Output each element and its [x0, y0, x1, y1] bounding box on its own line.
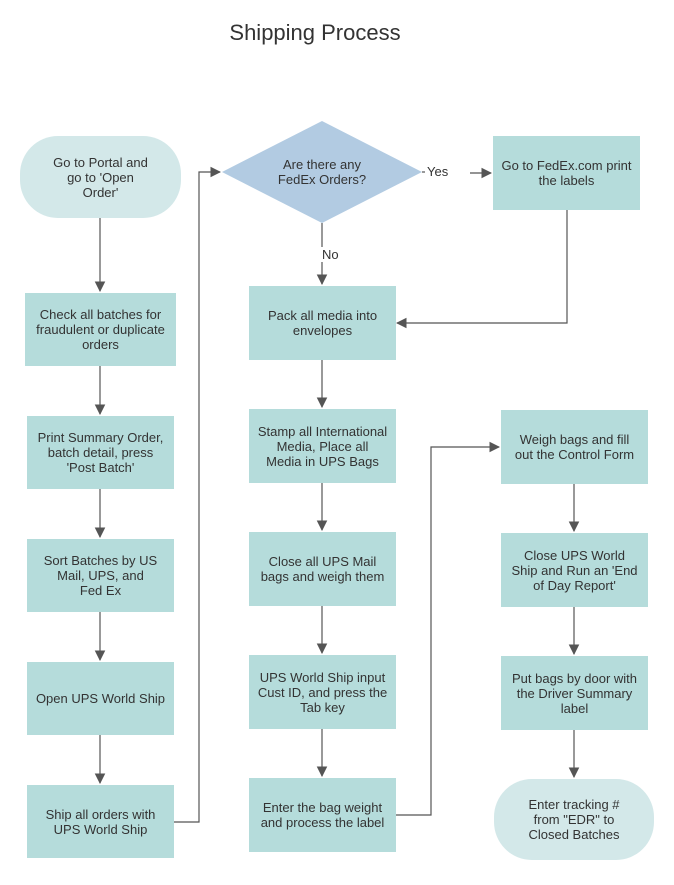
arrow-fedex-to-pack	[395, 210, 568, 329]
node-ship-orders: Ship all orders with UPS World Ship	[27, 785, 174, 858]
node-print-summary: Print Summary Order, batch detail, press…	[27, 416, 174, 489]
arrow-ship-to-decision	[174, 166, 222, 823]
node-check-batches: Check all batches for fraudulent or dupl…	[25, 293, 176, 366]
node-pack-media: Pack all media into envelopes	[249, 286, 396, 360]
node-sort-batches: Sort Batches by US Mail, UPS, and Fed Ex	[27, 539, 174, 612]
diagram-title: Shipping Process	[229, 20, 401, 45]
node-close-bags: Close all UPS Mail bags and weigh them	[249, 532, 396, 606]
node-go-to-portal: Go to Portal and go to 'Open Order'	[20, 136, 181, 218]
edge-label-yes: Yes	[425, 164, 451, 179]
decision-diamond	[222, 121, 422, 223]
arrow-enter-to-weigh	[396, 441, 501, 816]
node-close-ups: Close UPS World Ship and Run an 'End of …	[501, 533, 648, 607]
node-enter-weight: Enter the bag weight and process the lab…	[249, 778, 396, 852]
node-weigh-bags: Weigh bags and fill out the Control Form	[501, 410, 648, 484]
node-put-bags: Put bags by door with the Driver Summary…	[501, 656, 648, 730]
node-fedex-print: Go to FedEx.com print the labels	[493, 136, 640, 210]
node-open-ups: Open UPS World Ship	[27, 662, 174, 735]
edge-label-no: No	[320, 247, 341, 262]
node-enter-tracking: Enter tracking # from "EDR" to Closed Ba…	[494, 779, 654, 860]
node-fedex-question: Are there any FedEx Orders?	[277, 157, 367, 187]
node-stamp-media: Stamp all International Media, Place all…	[249, 409, 396, 483]
node-input-cust-id: UPS World Ship input Cust ID, and press …	[249, 655, 396, 729]
